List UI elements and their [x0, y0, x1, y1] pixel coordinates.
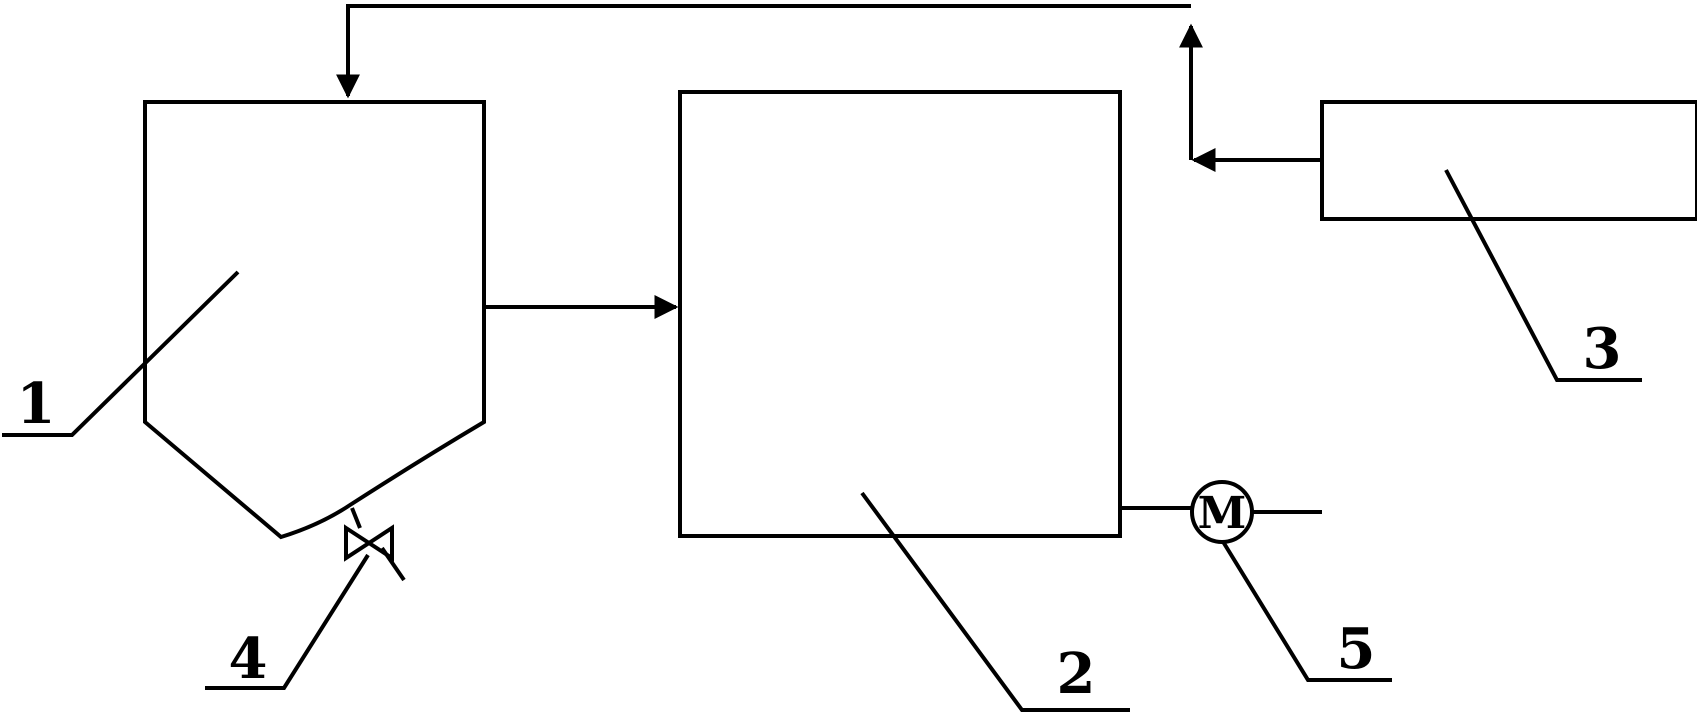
leader-line-4 [205, 553, 370, 690]
label-valve: 4 [229, 626, 268, 692]
label-motor: 5 [1337, 616, 1376, 682]
leader-line-2 [860, 491, 1130, 712]
label-reactor: 2 [1057, 641, 1096, 707]
label-tank: 1 [17, 371, 56, 437]
reactor-box [678, 90, 1122, 538]
motor-icon: M [1190, 480, 1254, 544]
leader-line-5 [1220, 538, 1392, 682]
return-line [336, 4, 1191, 99]
tank-vessel [143, 100, 486, 540]
leader-line-1 [2, 270, 240, 437]
label-unit: 3 [1583, 316, 1622, 382]
leader-line-3 [1444, 169, 1642, 382]
valve-icon [344, 507, 406, 582]
unit-box [1320, 100, 1697, 221]
motor-symbol: M [1198, 488, 1247, 539]
